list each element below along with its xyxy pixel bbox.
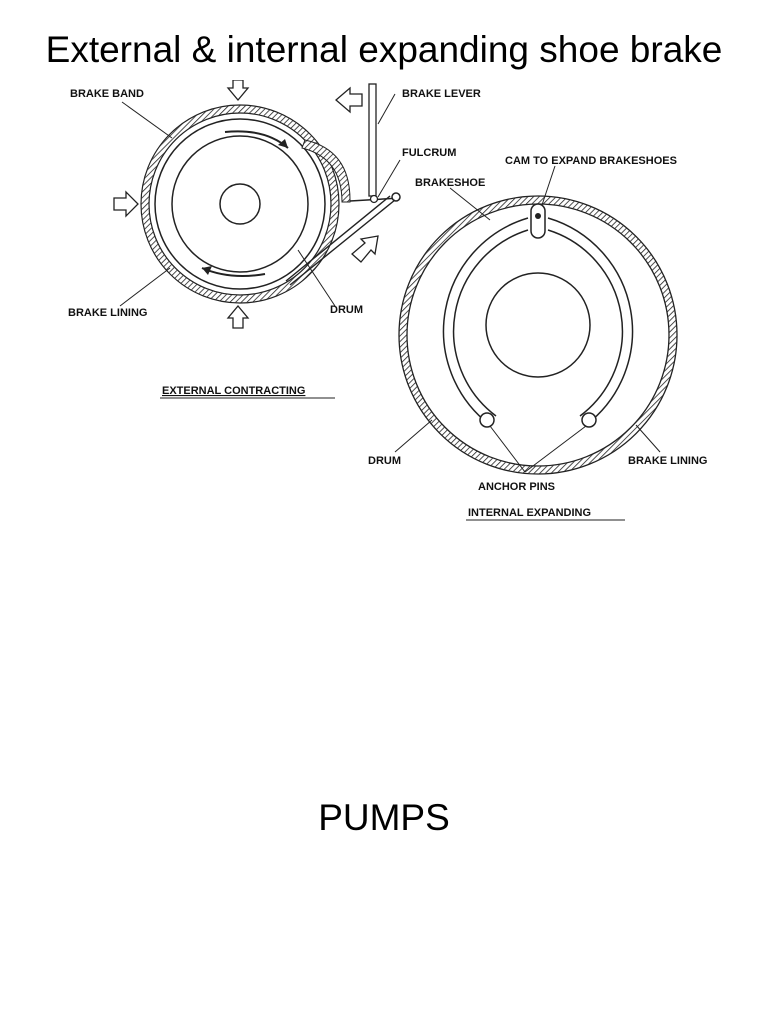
- leader-brake-lining: [119, 267, 171, 307]
- internal-expanding-brake: CAM TO EXPAND BRAKESHOES BRAKESHOE DRUM …: [368, 155, 707, 521]
- pressure-arrow-left: [113, 190, 139, 218]
- slide-title: External & internal expanding shoe brake: [45, 29, 723, 70]
- label-fulcrum: FULCRUM: [402, 147, 456, 159]
- leader-fulcrum: [377, 159, 401, 198]
- lever-force-arrow-top: [335, 86, 363, 114]
- anchor-pin-right: [581, 412, 597, 428]
- leader-cam: [541, 165, 556, 206]
- label-internal-brake-lining: BRAKE LINING: [628, 455, 707, 467]
- cam-pivot: [535, 213, 541, 219]
- pressure-arrow-top: [226, 80, 250, 102]
- label-brake-band: BRAKE BAND: [70, 88, 144, 100]
- leader-brake-lever: [377, 93, 396, 125]
- leader-drum: [297, 249, 336, 307]
- external-ring-outer-edge: [140, 104, 340, 304]
- caption-external-contracting: EXTERNAL CONTRACTING: [162, 385, 305, 397]
- leader-brake-band: [121, 101, 173, 139]
- internal-drum-ring: [399, 196, 677, 474]
- leader-anchor-right: [524, 425, 587, 473]
- brakeshoe-left-inner: [452, 229, 529, 417]
- lever-force-arrow-diag: [351, 235, 379, 263]
- rotation-arrow-top: [224, 130, 289, 149]
- brakeshoe-right-inner: [547, 229, 624, 417]
- label-cam: CAM TO EXPAND BRAKESHOES: [505, 155, 677, 167]
- caption-internal-expanding: INTERNAL EXPANDING: [468, 507, 591, 519]
- label-brakeshoe: BRAKESHOE: [415, 177, 485, 189]
- band-strap: [289, 199, 396, 286]
- brake-diagram: BRAKE BAND BRAKE LEVER FULCRUM BRAKE LIN…: [68, 80, 707, 521]
- label-anchor-pins: ANCHOR PINS: [478, 481, 555, 493]
- leader-internal-drum: [394, 419, 433, 453]
- bottom-title: PUMPS: [318, 797, 450, 838]
- internal-hub: [485, 272, 591, 378]
- pressure-arrow-bottom: [226, 304, 250, 329]
- external-band-end: [301, 139, 351, 203]
- leader-brakeshoe: [449, 187, 491, 221]
- label-internal-drum: DRUM: [368, 455, 401, 467]
- expanding-cam: [530, 203, 546, 239]
- brakeshoe-right: [547, 217, 634, 426]
- internal-drum-outer-edge: [398, 195, 678, 475]
- leader-internal-brake-lining: [635, 424, 661, 453]
- rotation-arrowhead-bottom: [202, 266, 212, 275]
- lever-pin: [391, 192, 401, 202]
- external-brake-lining-ring: [141, 105, 339, 303]
- label-external-brake-lining: BRAKE LINING: [68, 307, 147, 319]
- external-hub: [219, 183, 261, 225]
- rotation-arrowhead-top: [278, 139, 288, 148]
- band-strap-2: [285, 195, 391, 282]
- external-ring-inner-edge: [148, 112, 332, 296]
- external-drum: [154, 118, 326, 290]
- anchor-pin-left: [479, 412, 495, 428]
- label-brake-lever: BRAKE LEVER: [402, 88, 481, 100]
- leader-anchor-left: [489, 425, 526, 473]
- external-drum-inner: [171, 135, 309, 273]
- external-contracting-brake: BRAKE BAND BRAKE LEVER FULCRUM BRAKE LIN…: [68, 80, 481, 399]
- label-external-drum: DRUM: [330, 304, 363, 316]
- fulcrum-pivot: [369, 194, 379, 204]
- internal-drum-inner-edge: [406, 203, 670, 467]
- brakeshoe-left: [442, 217, 529, 426]
- brake-lever: [368, 83, 377, 197]
